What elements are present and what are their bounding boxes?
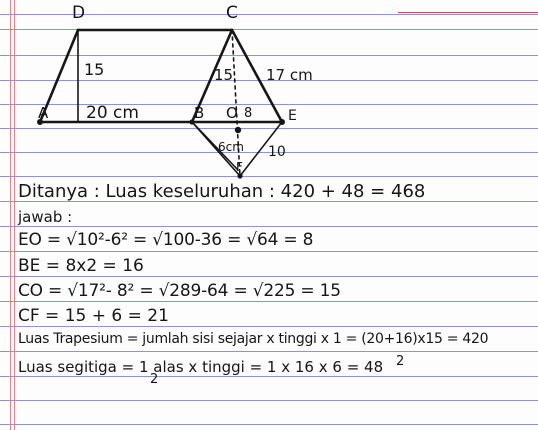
ruled-line (0, 400, 538, 401)
top-red-mark (398, 12, 538, 13)
point-o-dot (234, 126, 242, 134)
ruled-line (0, 301, 538, 302)
ruled-line (0, 152, 538, 153)
point-b-dot (189, 119, 195, 125)
ruled-line (0, 424, 538, 425)
ruled-line (0, 376, 538, 377)
line-segitiga: Luas segitiga = 1 alas x tinggi = 1 x 16… (18, 358, 384, 376)
point-e-dot (279, 119, 285, 125)
ruled-line (0, 201, 538, 202)
point-label-c: C (226, 3, 238, 23)
triangle-inner-stroke (193, 123, 239, 171)
ruled-line (0, 55, 538, 56)
line-eo: EO = √10²-6² = √100-36 = √64 = 8 (18, 230, 314, 250)
ruled-line (0, 226, 538, 227)
label-side: 17 cm (266, 66, 313, 84)
point-label-b: B (194, 104, 205, 122)
line-co: CO = √17²- 8² = √289-64 = √225 = 15 (18, 281, 341, 301)
ruled-line (0, 326, 538, 327)
margin-line (14, 0, 15, 430)
line-jawab: jawab : (18, 208, 73, 226)
fraction-denominator: 2 (150, 372, 159, 387)
line-ditanya: Ditanya : Luas keseluruhan : 420 + 48 = … (18, 181, 426, 202)
point-label-d: D (72, 3, 86, 23)
ruled-line (0, 104, 538, 105)
margin-line (10, 0, 11, 430)
label-height-right: 15 (214, 66, 234, 84)
point-a-dot (37, 119, 43, 125)
ruled-line (0, 251, 538, 252)
ruled-line (0, 80, 538, 81)
edge-ce (230, 28, 284, 124)
line-trapezium: Luas Trapesium = jumlah sisi sejajar x t… (18, 331, 489, 347)
superscript-2: 2 (396, 354, 405, 369)
label-height-left: 15 (84, 60, 105, 79)
point-f-dot (237, 173, 243, 179)
point-label-o: O (226, 104, 238, 122)
ruled-line (0, 176, 538, 177)
ruled-line (0, 351, 538, 352)
ruled-line (0, 29, 538, 30)
point-label-a: A (38, 104, 49, 122)
line-be: BE = 8x2 = 16 (18, 256, 144, 276)
label-side-f: 10 (268, 144, 286, 160)
label-half-diagonal: 6cm (218, 140, 244, 154)
ruled-line (0, 128, 538, 129)
height-line-right (231, 29, 241, 177)
ruled-line (0, 14, 538, 15)
ruled-line (0, 276, 538, 277)
label-base: 20 cm (86, 103, 139, 123)
label-oe: 8 (244, 106, 253, 121)
edge-da (38, 28, 80, 124)
point-label-f: F (236, 160, 243, 174)
point-label-e: E (288, 108, 297, 124)
line-cf: CF = 15 + 6 = 21 (18, 306, 169, 326)
edge-cb (190, 28, 234, 124)
